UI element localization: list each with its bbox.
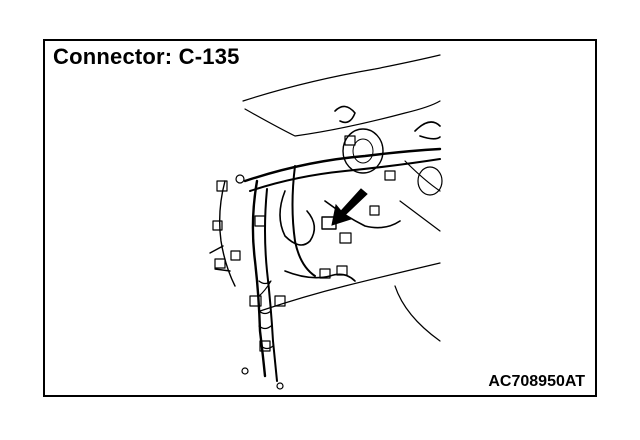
steering-hub (417, 166, 443, 196)
harness-loop (279, 190, 316, 246)
harness-upper-loop (334, 105, 356, 124)
harness-main (243, 147, 442, 183)
connector (230, 250, 241, 261)
harness-drop-left-2 (264, 188, 278, 382)
clip (235, 174, 245, 184)
harness-left-wires (209, 180, 236, 287)
clip (276, 382, 284, 390)
clip (241, 367, 249, 375)
gauge-ring (342, 128, 384, 174)
pointer-arrow-icon (331, 188, 368, 226)
harness-drop-center (291, 165, 316, 277)
dashboard-lower-edge (259, 262, 441, 312)
gauge-inner (352, 138, 374, 164)
connector (214, 258, 226, 269)
harness-braid (258, 280, 274, 350)
connector (369, 205, 380, 216)
connector (336, 265, 348, 276)
diagram-title: Connector: C-135 (53, 44, 240, 69)
connector (319, 268, 331, 279)
connector (384, 170, 396, 181)
connector (254, 215, 266, 227)
diagram-frame: Connector: C-135 AC708950AT (43, 39, 597, 397)
connector (216, 180, 228, 192)
steering-column (399, 160, 441, 232)
dashboard-upper-edge (244, 100, 441, 137)
connector (344, 135, 356, 146)
harness-drop-left (251, 179, 267, 378)
harness-main-2 (249, 158, 441, 192)
dashboard-harness-drawing (209, 54, 443, 390)
dashboard-curve (394, 285, 441, 342)
connector (212, 220, 223, 231)
connector (259, 340, 271, 352)
connector (249, 295, 262, 307)
figure-code: AC708950AT (488, 373, 585, 390)
dashboard-top-outline (242, 54, 441, 102)
harness-right-loop (414, 121, 441, 140)
connector (274, 295, 286, 307)
connector (339, 232, 352, 244)
